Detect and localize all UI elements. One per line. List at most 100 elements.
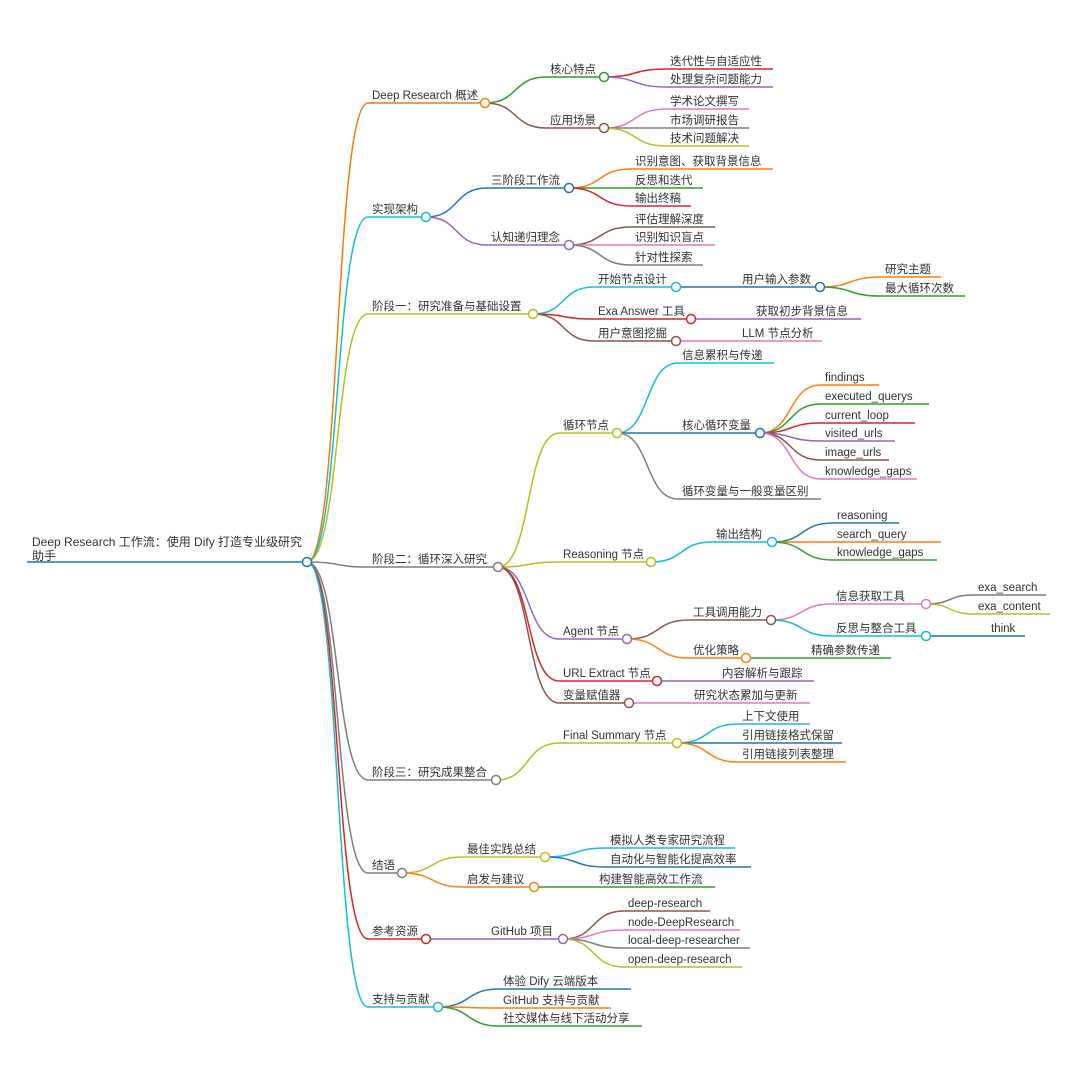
topic-node-5-0-0[interactable]: 模拟人类专家研究流程 — [606, 833, 735, 849]
topic-node-6-0[interactable]: GitHub 项目 — [487, 925, 569, 945]
collapse-toggle[interactable] — [598, 71, 610, 83]
topic-node-1-1-0[interactable]: 评估理解深度 — [631, 212, 715, 228]
topic-node-3-1-0-1[interactable]: search_query — [833, 529, 941, 543]
topic-node-3-2-0-0[interactable]: 信息获取工具 — [832, 589, 932, 610]
collapse-toggle[interactable] — [685, 313, 697, 325]
topic-node-2-0-0-1[interactable]: 最大循环次数 — [881, 281, 965, 297]
topic-node-3-0-2[interactable]: 循环变量与一般变量区别 — [678, 484, 821, 500]
topic-node-3[interactable]: 阶段二：循环深入研究 — [368, 552, 504, 573]
collapse-toggle[interactable] — [670, 335, 682, 347]
topic-node-4-0-0[interactable]: 上下文使用 — [738, 709, 810, 725]
collapse-toggle[interactable] — [621, 633, 633, 645]
collapse-toggle[interactable] — [920, 598, 932, 610]
collapse-toggle[interactable] — [651, 675, 663, 687]
collapse-toggle[interactable] — [490, 774, 502, 786]
topic-node-4[interactable]: 阶段三：研究成果整合 — [368, 765, 502, 786]
collapse-toggle[interactable] — [766, 536, 778, 548]
topic-node-3-1[interactable]: Reasoning 节点 — [559, 548, 657, 568]
collapse-toggle[interactable] — [645, 556, 657, 568]
topic-node-6-0-3[interactable]: open-deep-research — [624, 954, 742, 968]
collapse-toggle[interactable] — [420, 211, 432, 223]
collapse-toggle[interactable] — [432, 1001, 444, 1013]
topic-node-5-0[interactable]: 最佳实践总结 — [463, 842, 551, 863]
topic-node-1-0-1[interactable]: 反思和迭代 — [631, 174, 703, 189]
topic-node-1-0-0[interactable]: 识别意图、获取背景信息 — [631, 154, 773, 170]
topic-node-5-0-1[interactable]: 自动化与智能化提高效率 — [606, 852, 751, 868]
topic-node-0-0-1[interactable]: 处理复杂问题能力 — [666, 72, 773, 88]
topic-node-3-1-0[interactable]: 输出结构 — [712, 527, 778, 548]
collapse-toggle[interactable] — [563, 239, 575, 251]
topic-node-2-1[interactable]: Exa Answer 工具 — [594, 305, 697, 325]
topic-node-3-0-1-2[interactable]: current_loop — [821, 410, 915, 424]
topic-node-2-1-0[interactable]: 获取初步背景信息 — [752, 304, 861, 320]
topic-node-3-0[interactable]: 循环节点 — [559, 419, 623, 439]
collapse-toggle[interactable] — [492, 561, 504, 573]
topic-node-3-3-0[interactable]: 内容解析与跟踪 — [718, 666, 814, 682]
topic-node-7[interactable]: 支持与贡献 — [368, 992, 444, 1013]
topic-node-0-1-2[interactable]: 技术问题解决 — [666, 131, 749, 147]
collapse-toggle[interactable] — [920, 630, 932, 642]
collapse-toggle[interactable] — [765, 614, 777, 626]
topic-node-1-0[interactable]: 三阶段工作流 — [487, 173, 575, 194]
topic-node-3-0-1-3[interactable]: visited_urls — [821, 428, 895, 442]
topic-node-3-2-0[interactable]: 工具调用能力 — [689, 605, 777, 626]
topic-node-5[interactable]: 结语 — [368, 859, 408, 879]
topic-node-6[interactable]: 参考资源 — [368, 924, 432, 945]
collapse-toggle[interactable] — [563, 182, 575, 194]
topic-node-2-2-0[interactable]: LLM 节点分析 — [738, 326, 822, 342]
topic-node-3-3[interactable]: URL Extract 节点 — [559, 667, 663, 687]
topic-node-3-0-1-1[interactable]: executed_querys — [821, 391, 929, 405]
topic-node-7-0[interactable]: 体验 Dify 云端版本 — [499, 974, 631, 990]
topic-node-0-1[interactable]: 应用场景 — [546, 113, 610, 134]
topic-node-2-2[interactable]: 用户意图挖掘 — [594, 326, 682, 347]
collapse-toggle[interactable] — [623, 697, 635, 709]
topic-node-3-0-1-4[interactable]: image_urls — [821, 447, 889, 461]
collapse-toggle[interactable] — [611, 427, 623, 439]
topic-node-1[interactable]: 实现架构 — [368, 202, 432, 223]
topic-node-3-0-1[interactable]: 核心循环变量 — [678, 418, 766, 439]
topic-node-7-2[interactable]: 社交媒体与线下活动分享 — [499, 1011, 642, 1027]
topic-node-3-2-0-0-1[interactable]: exa_content — [974, 601, 1050, 615]
topic-node-0[interactable]: Deep Research 概述 — [368, 89, 491, 109]
topic-node-1-0-2[interactable]: 输出终稿 — [631, 191, 691, 207]
topic-node-3-4[interactable]: 变量赋值器 — [559, 688, 635, 709]
collapse-toggle[interactable] — [396, 867, 408, 879]
collapse-toggle[interactable] — [528, 881, 540, 893]
topic-node-3-2-1[interactable]: 优化策略 — [689, 643, 752, 664]
collapse-toggle[interactable] — [740, 652, 752, 664]
topic-node-3-2-0-1[interactable]: 反思与整合工具 — [832, 621, 932, 642]
collapse-toggle[interactable] — [598, 122, 610, 134]
topic-node-7-1[interactable]: GitHub 支持与贡献 — [499, 993, 611, 1009]
root-node[interactable]: Deep Research 工作流：使用 Dify 打造专业级研究 助手 — [27, 534, 313, 568]
topic-node-3-0-1-0[interactable]: findings — [821, 372, 879, 386]
topic-node-3-2-1-0[interactable]: 精确参数传递 — [807, 643, 891, 659]
collapse-toggle[interactable] — [479, 97, 491, 109]
collapse-toggle[interactable] — [557, 933, 569, 945]
collapse-toggle[interactable] — [754, 427, 766, 439]
topic-node-0-0-0[interactable]: 迭代性与自适应性 — [666, 54, 773, 70]
collapse-toggle[interactable] — [814, 281, 826, 293]
topic-node-6-0-1[interactable]: node-DeepResearch — [624, 917, 740, 931]
topic-node-3-0-0[interactable]: 信息累积与传递 — [678, 348, 774, 364]
topic-node-4-0-1[interactable]: 引用链接格式保留 — [738, 728, 842, 744]
topic-node-3-2-0-1-0[interactable]: think — [987, 623, 1025, 637]
topic-node-5-1[interactable]: 启发与建议 — [463, 872, 540, 893]
topic-node-5-1-0[interactable]: 构建智能高效工作流 — [595, 872, 715, 888]
topic-node-0-1-0[interactable]: 学术论文撰写 — [666, 94, 749, 110]
collapse-toggle[interactable] — [420, 933, 432, 945]
topic-node-1-1-1[interactable]: 识别知识盲点 — [631, 230, 715, 246]
topic-node-4-0-2[interactable]: 引用链接列表整理 — [738, 747, 846, 763]
topic-node-2-0-0[interactable]: 用户输入参数 — [738, 272, 826, 293]
topic-node-3-2[interactable]: Agent 节点 — [559, 625, 633, 645]
topic-node-2-0[interactable]: 开始节点设计 — [594, 272, 682, 293]
topic-node-3-1-0-0[interactable]: reasoning — [833, 510, 899, 524]
topic-node-3-0-1-5[interactable]: knowledge_gaps — [821, 466, 917, 480]
topic-node-3-1-0-2[interactable]: knowledge_gaps — [833, 547, 937, 561]
topic-node-4-0[interactable]: Final Summary 节点 — [559, 729, 683, 749]
topic-node-6-0-0[interactable]: deep-research — [624, 898, 710, 912]
topic-node-2[interactable]: 阶段一：研究准备与基础设置 — [368, 299, 539, 320]
collapse-toggle[interactable] — [671, 737, 683, 749]
topic-node-0-0[interactable]: 核心特点 — [546, 62, 610, 83]
topic-node-0-1-1[interactable]: 市场调研报告 — [666, 113, 749, 129]
topic-node-6-0-2[interactable]: local-deep-researcher — [624, 935, 750, 949]
